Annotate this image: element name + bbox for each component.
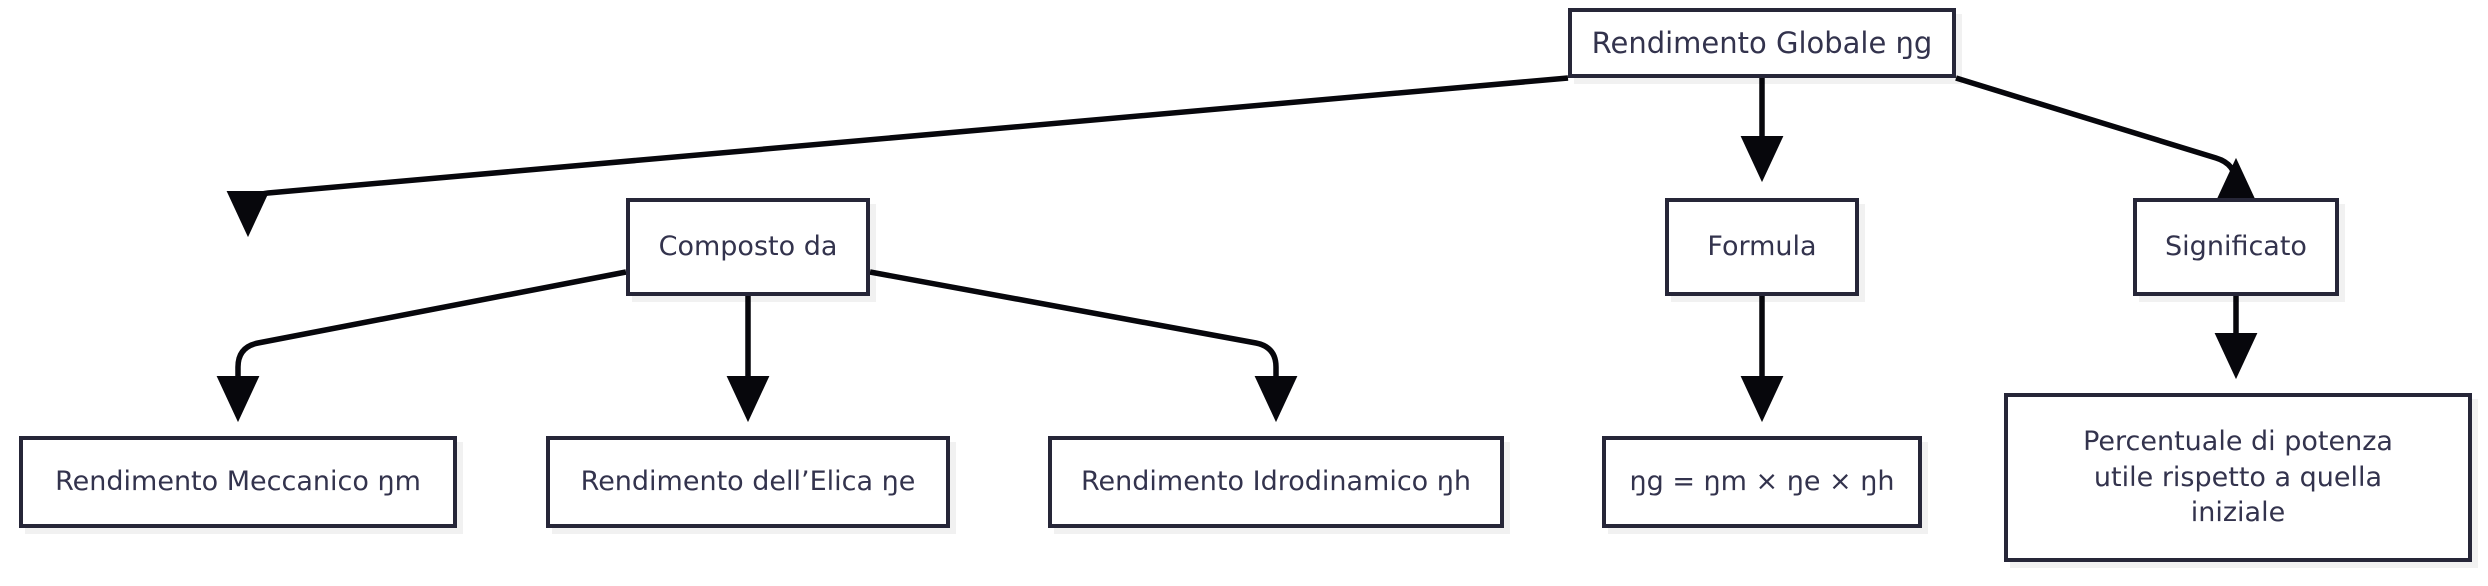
node-label: Significato (2165, 231, 2307, 263)
edge-root-to-significato (1955, 75, 2258, 205)
node-formula-value[interactable]: ŋg = ŋm × ŋe × ŋh (1602, 436, 1922, 528)
node-rendimento-globale[interactable]: Rendimento Globale ŋg (1568, 8, 1956, 78)
node-rendimento-idrodinamico[interactable]: Rendimento Idrodinamico ŋh (1048, 436, 1504, 528)
node-label: Rendimento dell’Elica ŋe (580, 466, 916, 498)
node-label: Formula (1707, 231, 1817, 263)
node-rendimento-elica[interactable]: Rendimento dell’Elica ŋe (546, 436, 950, 528)
edge-composto-to-idrodinamico (869, 269, 1298, 423)
node-label: Rendimento Idrodinamico ŋh (1080, 466, 1472, 498)
node-formula[interactable]: Formula (1665, 198, 1859, 296)
node-label: Rendimento Meccanico ŋm (55, 466, 421, 498)
node-percentuale-descrizione[interactable]: Percentuale di potenza utile rispetto a … (2004, 393, 2472, 562)
node-label: Rendimento Globale ŋg (1591, 25, 1933, 60)
node-label: Composto da (658, 231, 838, 263)
node-label: Percentuale di potenza utile rispetto a … (2083, 426, 2393, 529)
edge-root-to-composto (226, 75, 1569, 238)
node-label: ŋg = ŋm × ŋe × ŋh (1629, 466, 1895, 498)
node-rendimento-meccanico[interactable]: Rendimento Meccanico ŋm (19, 436, 457, 528)
node-composto-da[interactable]: Composto da (626, 198, 870, 296)
edge-composto-to-meccanico (216, 269, 627, 423)
node-significato[interactable]: Significato (2133, 198, 2339, 296)
